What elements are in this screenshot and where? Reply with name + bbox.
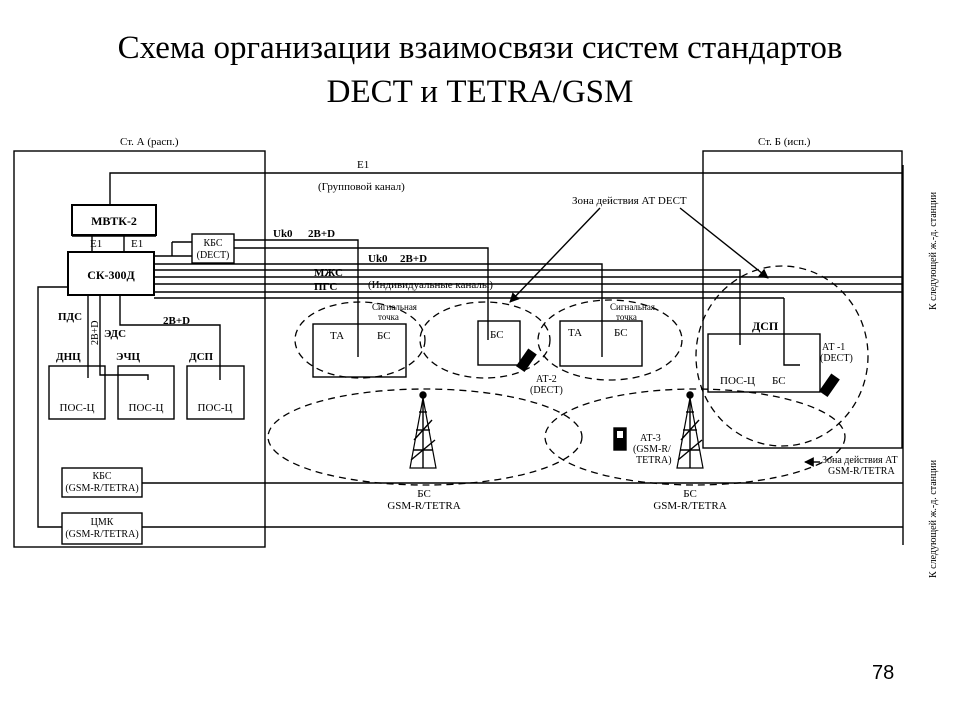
bs-gsm-1-label: БС [417, 488, 431, 500]
e1-left-label: Е1 [90, 238, 102, 250]
page-title-line-1: Схема организации взаимосвязи систем ста… [117, 30, 843, 66]
cmk-sub-label: (GSM-R/TETRA) [65, 529, 138, 540]
sk-300d-label: СК-300Д [87, 268, 135, 282]
mvtk-2-label: МВТК-2 [91, 214, 137, 228]
bs-gsm-2-label: БС [683, 488, 697, 500]
kbs-gsm-label: КБС [92, 471, 111, 482]
dect-zone-1 [294, 301, 426, 379]
2bd-vertical-label: 2В+D [90, 320, 101, 345]
dect-zone-3 [537, 299, 683, 381]
station-a-label: Ст. А (расп.) [120, 136, 179, 148]
bs-label-2: БС [490, 329, 504, 341]
ta-bs-box-1 [312, 323, 407, 378]
cmk-box [61, 512, 143, 545]
bs-label-3: БС [614, 327, 628, 339]
handset-at2-icon [516, 348, 537, 373]
gsm-zone-1 [267, 388, 583, 486]
page-number: 78 [872, 662, 895, 684]
pos-c-b-label: ПОС-Ц [720, 375, 755, 387]
handset-at3-icon [613, 427, 627, 451]
at2-label: АТ-2 [536, 374, 557, 385]
e1-right-label: Е1 [131, 238, 143, 250]
antenna-tower-2-icon [676, 391, 704, 469]
signal-point-1-label: Сигнальная [372, 302, 417, 312]
at1-sub-label: (DECT) [820, 353, 853, 364]
uk0-label-2: Uk0 [368, 253, 388, 265]
pds-label: ПДС [58, 311, 82, 323]
pos-c-label-3: ПОС-Ц [198, 402, 233, 414]
individual-channels-label: (Индивидуальные каналы) [368, 279, 493, 291]
dnc-label: ДНЦ [56, 351, 81, 363]
pos-c-box-1 [48, 365, 106, 420]
2bd-label-3: 2В+D [163, 315, 190, 327]
bs-box-2 [477, 320, 521, 366]
echc-label: ЭЧЦ [116, 351, 141, 363]
pgs-label: ПГС [314, 281, 337, 293]
ta-bs-box-3 [559, 320, 643, 367]
group-channel-label: (Групповой канал) [318, 181, 405, 193]
signal-point-2-label: Сигнальная [610, 302, 655, 312]
kbs-dect-label: КБС [203, 238, 222, 249]
pos-c-box-3 [186, 365, 245, 420]
ta-label-2: ТА [568, 327, 582, 339]
ta-label-1: ТА [330, 330, 344, 342]
at3-sub-label: (GSM-R/ [633, 444, 671, 455]
pos-c-bs-box-b [707, 333, 821, 393]
pos-c-box-2 [117, 365, 175, 420]
sk-300d-box [67, 251, 155, 296]
station-a-frame [13, 150, 266, 548]
at2-sub-label: (DECT) [530, 385, 563, 396]
antenna-tower-1-icon [409, 391, 437, 469]
station-b-label: Ст. Б (исп.) [758, 136, 811, 148]
dsp-a-label: ДСП [189, 351, 214, 363]
bs-label-1: БС [377, 330, 391, 342]
e1-top-label: Е1 [357, 159, 369, 171]
eds-label: ЭДС [104, 328, 126, 340]
bs-gsm-2-sub-label: GSM-R/TETRA [653, 500, 726, 512]
next-station-top-label: К следующей ж.-д. станции [928, 191, 939, 310]
signal-point-1-sub-label: точка [378, 312, 399, 322]
gsm-zone-2 [544, 388, 846, 486]
station-b-frame [702, 150, 903, 449]
at3-sub-label-2: TETRA) [636, 455, 672, 466]
dect-zone-2 [419, 301, 551, 379]
zone-dect-label: Зона действия АТ DECT [572, 195, 687, 207]
at1-label: АТ -1 [822, 342, 845, 353]
e1-group-line [109, 172, 903, 205]
handset-at1-icon [819, 373, 840, 398]
2bd-label-1: 2В+D [308, 228, 335, 240]
zone-gsm-label: Зона действия АТ [822, 455, 898, 466]
2bd-label-2: 2В+D [400, 253, 427, 265]
mzhs-label: МЖС [314, 267, 343, 279]
mvtk-2-box [71, 204, 157, 236]
kbs-gsm-sub-label: (GSM-R/TETRA) [65, 483, 138, 494]
bs-gsm-1-sub-label: GSM-R/TETRA [387, 500, 460, 512]
page-title-line-2: DECT и TETRA/GSM [326, 74, 634, 110]
next-station-bottom-label: К следующей ж.-д. станции [928, 459, 939, 578]
kbs-dect-sub-label: (DECT) [197, 250, 230, 261]
at3-label: АТ-3 [640, 433, 661, 444]
bs-b-label: БС [772, 375, 786, 387]
cmk-label: ЦМК [91, 517, 114, 528]
uk0-label-1: Uk0 [273, 228, 293, 240]
signal-point-2-sub-label: точка [616, 312, 637, 322]
pos-c-label-1: ПОС-Ц [60, 402, 95, 414]
pos-c-label-2: ПОС-Ц [129, 402, 164, 414]
dsp-b-label: ДСП [752, 319, 779, 333]
zone-gsm-sub-label: GSM-R/TETRA [828, 466, 895, 477]
dect-zone-4 [695, 265, 869, 447]
